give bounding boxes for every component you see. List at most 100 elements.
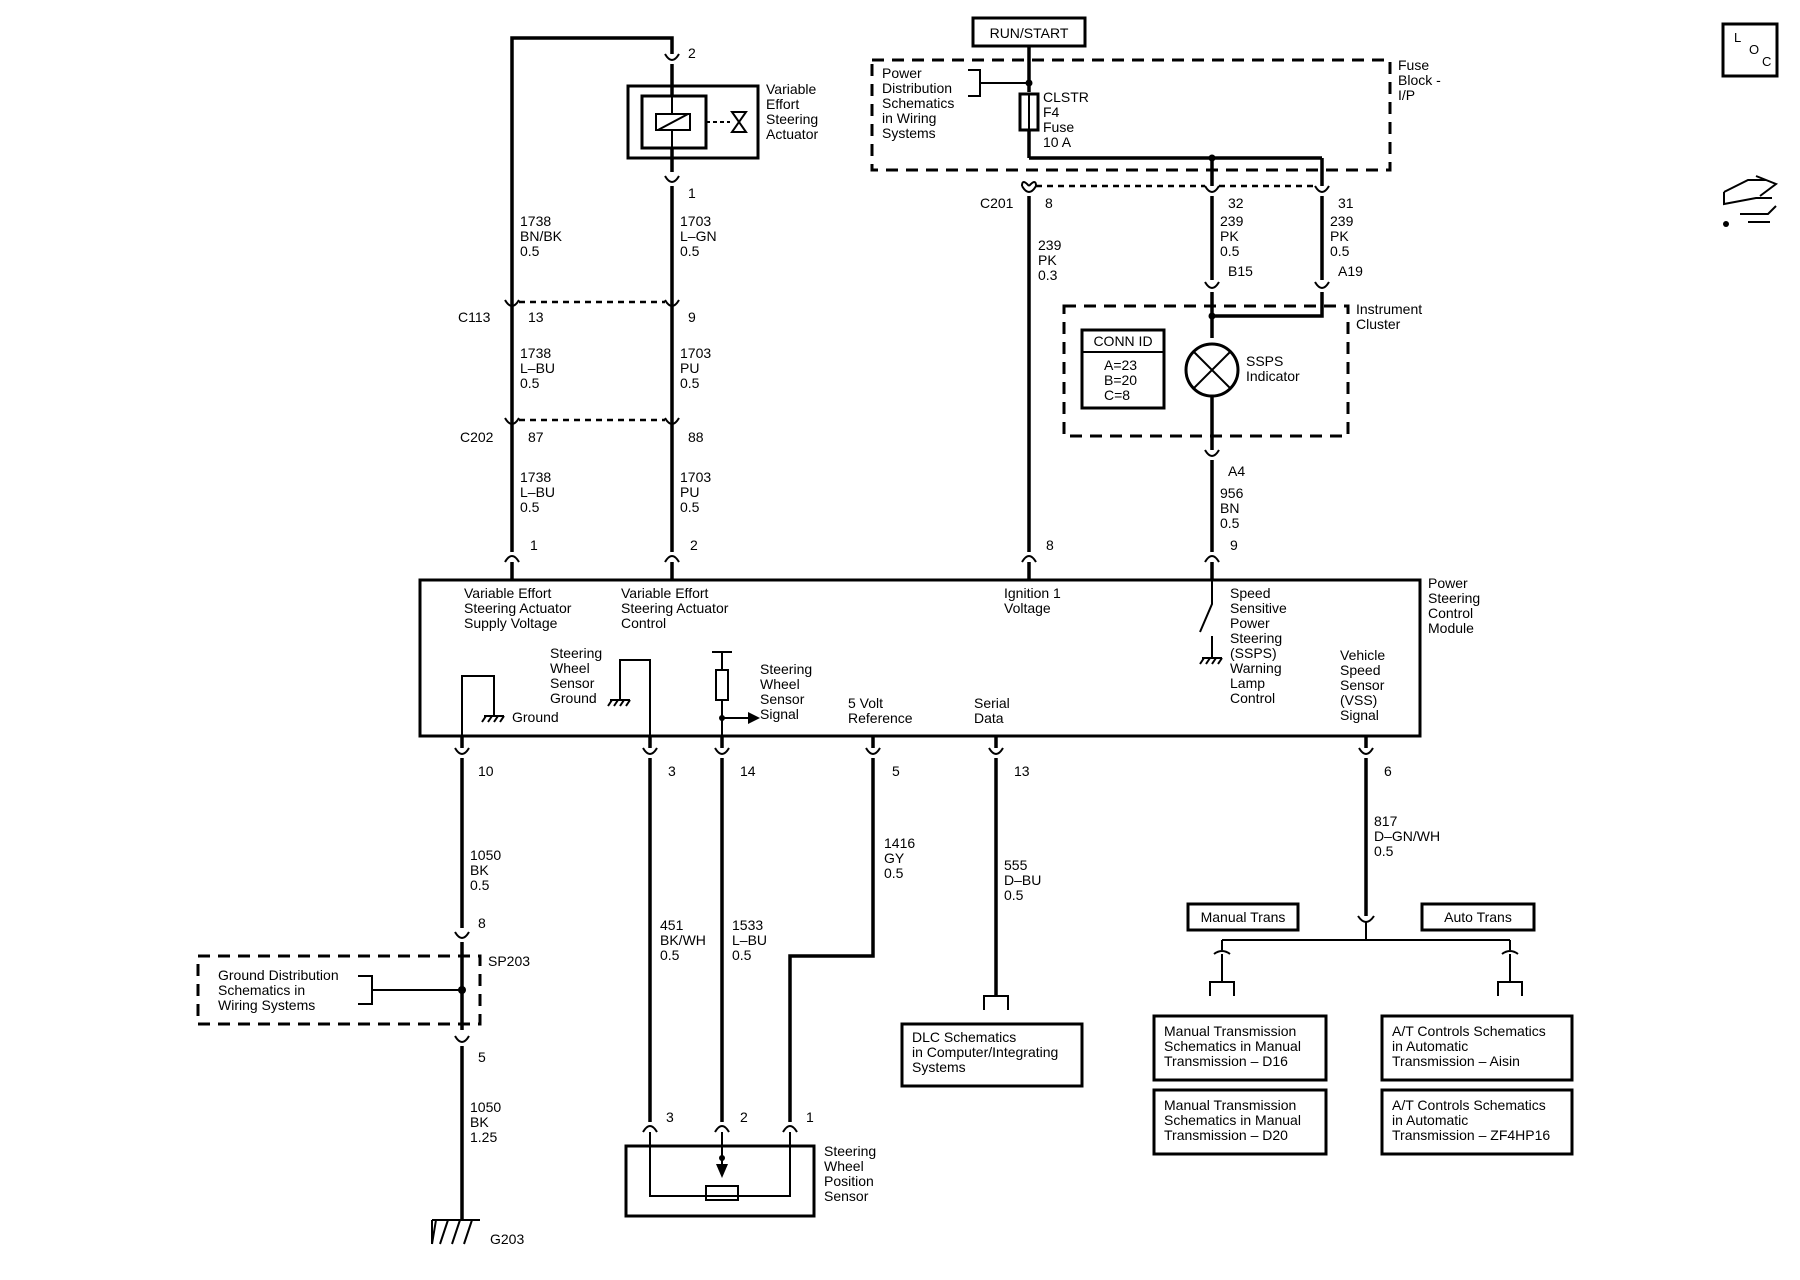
pin-label: 87 [528,429,544,445]
sp203-label: SP203 [488,953,530,969]
pin-label: 5 [892,763,900,779]
c201-pin-8 [1021,185,1037,193]
wire-1416-5v-reference [788,758,875,1122]
pin-label: 5 [478,1049,486,1065]
pin-label: 14 [740,763,756,779]
cluster-pin-a4 [1204,449,1220,457]
pin-label: A4 [1228,463,1245,479]
wiring-nav-icon[interactable] [1723,175,1779,227]
pin-label: 3 [666,1109,674,1125]
module-bottom-pins [454,747,1374,755]
pin-label: 9 [688,309,696,325]
svg-text:C: C [1762,54,1771,69]
dlc-schematics-reference[interactable] [900,1022,1084,1088]
c202-connector [504,417,680,425]
pin-label: 3 [668,763,676,779]
ground-icon [607,699,631,707]
wiper-arrow-icon [716,1164,728,1178]
c113-label: C113 [458,309,491,325]
svg-text:Auto Trans: Auto Trans [1444,909,1512,925]
actuator-pin-1 [664,175,680,183]
module-top-pins [504,555,1220,563]
c201-pin-label: 32 [1228,195,1244,211]
instrument-cluster-outline [1062,304,1350,438]
c201-pin-31 [1314,185,1330,193]
ground-icon [1199,657,1223,665]
ground-icon [481,715,505,723]
actuator-pin-2 [664,53,680,61]
svg-text:Manual Trans: Manual Trans [1201,909,1286,925]
ground-distribution-outline [196,954,482,1026]
module-ground-trace [461,675,495,736]
svg-text:A=23B=20C=8: A=23B=20C=8 [1104,357,1137,403]
pin-label: 1 [688,185,696,201]
sp203-pin-5 [454,1035,470,1043]
variable-effort-steering-actuator [626,84,760,160]
pin-label: 2 [690,537,698,553]
c201-pin-32 [1204,185,1220,193]
sws-signal-trace [712,651,748,736]
svg-text:L: L [1734,30,1741,45]
signal-arrow-icon [748,712,760,724]
g203-ground-icon [431,1219,480,1245]
c201-pin-label: 8 [1045,195,1053,211]
pin-label: 6 [1384,763,1392,779]
svg-text:CONN ID: CONN ID [1093,333,1152,349]
pin-label: 8 [1046,537,1054,553]
loc-icon[interactable]: L O C [1721,22,1779,78]
c201-label: C201 [980,195,1014,211]
pin-label: A19 [1338,263,1363,279]
pin-label: 9 [1230,537,1238,553]
ssps-indicator-lamp [1184,342,1240,398]
sws-ground-trace [619,659,651,736]
